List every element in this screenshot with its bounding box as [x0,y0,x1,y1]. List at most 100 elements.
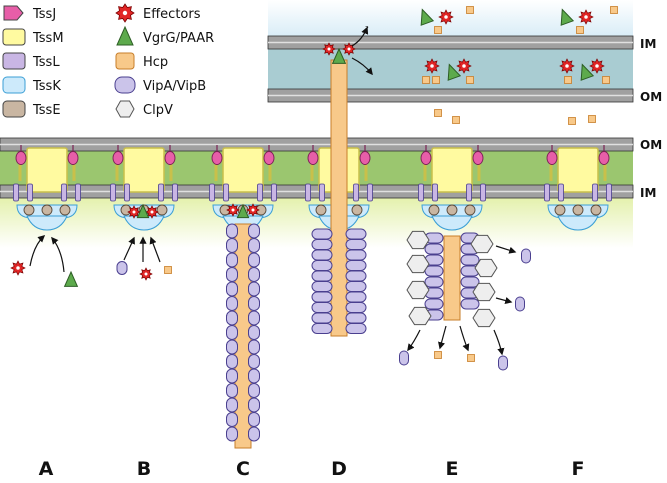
tsse-icon [2,100,26,118]
tssl-icon [61,183,67,202]
vgrg-icon [116,25,134,46]
target-im-label: IM [640,37,656,51]
membrane-complex [418,145,486,231]
vipab-icon [248,325,260,340]
host-im-label: IM [640,186,656,200]
vipab-icon [114,76,136,94]
tssk-icon [26,215,68,231]
stage-labels: A B C D E F [39,458,585,480]
vgrg-icon [420,8,435,26]
vipab-icon [460,276,480,288]
host-om-label: OM [640,138,662,152]
clpv-icon [472,308,496,328]
hcp-icon [564,76,572,84]
tssl-icon [158,183,164,202]
tssm-icon [2,28,26,46]
tssj-icon [472,151,484,165]
tssm-icon [557,147,599,193]
vipab-icon [248,383,260,398]
tssj-icon [3,5,24,21]
vipab-icon [311,239,333,250]
membrane-complex [209,145,277,231]
hcp-icon [610,6,618,14]
tssl-icon [305,183,311,202]
vipab-icon [226,267,238,282]
tssj-icon [546,151,558,165]
vipab-icon [248,339,260,355]
vipab-icon [226,296,238,311]
tssl-icon [110,183,116,202]
hcp-icon [466,6,474,14]
vipab-icon [248,426,260,442]
tssk-icon [2,76,26,94]
vipab-icon [226,383,238,398]
vipab-icon [248,281,260,297]
target-om-label: OM [640,90,662,104]
vipab-icon [311,228,333,240]
tssl-icon [2,52,26,70]
vipab-icon [311,260,333,271]
effector-icon [322,42,336,56]
membrane-complex [305,145,373,231]
vgrg-icon [580,63,595,81]
vgrg-icon [447,63,462,81]
tssm-icon [222,147,264,193]
vipab-icon [116,261,128,275]
tssj-icon [15,151,27,165]
clpv-icon [115,100,135,118]
tssl-icon [558,183,564,202]
vipab-icon [424,265,444,277]
tsse-icon [351,204,363,216]
effector-icon [559,58,575,74]
vipab-icon [248,412,260,427]
tssl-icon [592,183,598,202]
tssm-icon [26,147,68,193]
legend-label: TssK [32,79,61,94]
target-cell: IM OM [267,0,662,104]
arrow-icon [123,236,135,261]
tssj-icon [359,151,371,165]
tsse-icon [23,204,35,216]
vipab-icon [345,312,367,324]
vipab-icon [460,254,480,266]
arrow-icon [407,329,421,352]
hcp-icon [434,109,442,117]
legend-label: TssJ [32,7,56,22]
effector-icon [127,205,141,219]
vipab-icon [345,228,367,240]
vipab-icon [311,302,333,313]
legend-item-hcp: Hcp [115,52,168,70]
stage-label-a: A [39,458,54,480]
hcp-icon [568,117,576,125]
arrow-icon [438,325,447,350]
tssj-icon [420,151,432,165]
membrane-complex [544,145,612,231]
stage-f-content [559,6,618,125]
vipab-icon [226,354,238,369]
arrow-icon [495,297,513,304]
hcp-icon [422,76,430,84]
tssj-icon [112,151,124,165]
effector-icon [438,9,454,25]
vipab-icon [248,296,260,311]
legend-item-tssj: TssJ [3,5,56,22]
vipab-icon [515,296,525,312]
effector-icon [456,58,472,74]
hcp-icon [467,354,475,362]
tsse-icon [428,204,440,216]
vgrg-icon [560,8,575,26]
hcp-icon [434,26,442,34]
effector-icon [246,203,260,217]
tssl-icon [172,183,178,202]
vipab-icon [226,223,238,239]
tssj-icon [67,151,79,165]
vipab-icon [226,426,238,442]
question-mark: ? [365,25,369,33]
membrane-complex [110,145,178,231]
tssj-icon [263,151,275,165]
vipab-icon [248,238,260,253]
legend: TssJ TssM TssL TssK TssE [2,3,214,118]
hcp-icon [115,52,135,70]
vipab-icon [311,249,333,261]
vipab-icon [345,291,367,303]
